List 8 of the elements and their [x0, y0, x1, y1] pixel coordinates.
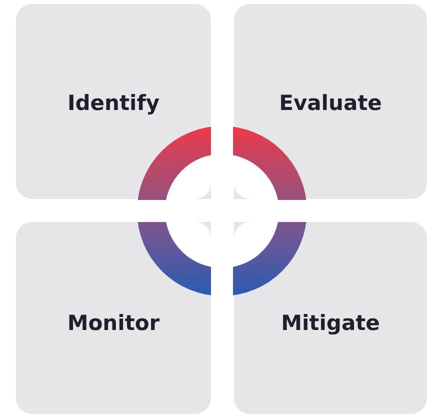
process-box	[234, 4, 427, 199]
process-box	[16, 222, 211, 414]
step-label: Identify	[67, 91, 160, 115]
step-label: Monitor	[67, 311, 160, 335]
process-box	[16, 4, 211, 199]
step-label: Mitigate	[281, 311, 380, 335]
step-label: Evaluate	[279, 91, 382, 115]
process-box	[234, 222, 427, 414]
